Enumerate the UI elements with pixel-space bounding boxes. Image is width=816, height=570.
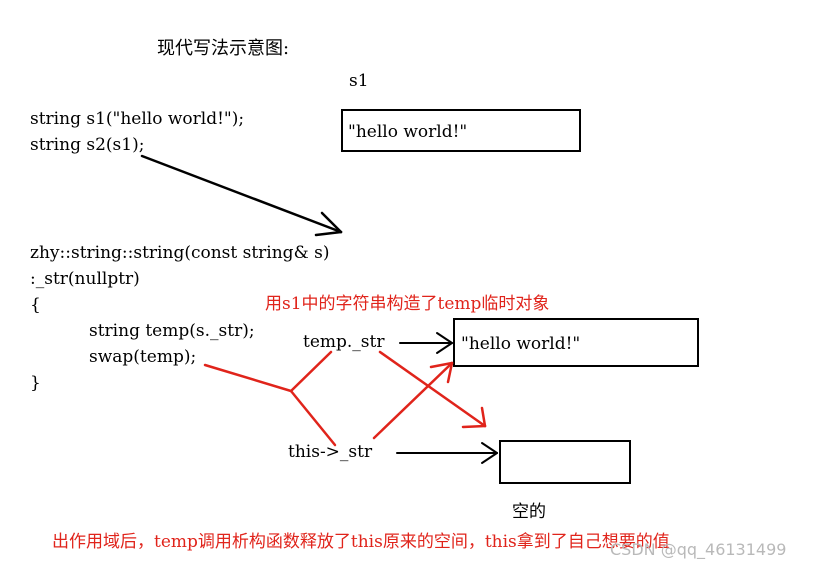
swap-red-marks xyxy=(203,350,487,447)
code-constructor-signature: zhy::string::string(const string& s) xyxy=(30,243,330,263)
s1-string-box: "hello world!" xyxy=(341,109,581,152)
this-str-label: this->_str xyxy=(288,442,373,462)
this-empty-box xyxy=(499,440,631,484)
temp-str-label: temp._str xyxy=(303,332,385,352)
diagram-title: 现代写法示意图: xyxy=(157,38,290,59)
s1-label: s1 xyxy=(349,71,369,91)
empty-label: 空的 xyxy=(512,502,546,522)
csdn-watermark: CSDN @qq_46131499 xyxy=(610,540,787,559)
s1-box-text: "hello world!" xyxy=(348,122,468,142)
code-line-s2: string s2(s1); xyxy=(30,135,145,155)
copy-construct-arrow xyxy=(140,154,343,237)
code-swap-call: swap(temp); xyxy=(89,347,197,367)
annotation-destructor: 出作用域后，temp调用析构函数释放了this原来的空间，this拿到了自己想要… xyxy=(52,532,670,552)
code-temp-construct: string temp(s._str); xyxy=(89,321,255,341)
code-close-brace: } xyxy=(30,373,41,393)
temp-string-box: "hello world!" xyxy=(453,318,699,367)
code-open-brace: { xyxy=(30,295,41,315)
this-str-pointer-arrow xyxy=(396,442,498,464)
annotation-temp-construct: 用s1中的字符串构造了temp临时对象 xyxy=(265,294,550,314)
temp-box-text: "hello world!" xyxy=(461,334,581,354)
code-initializer-list: :_str(nullptr) xyxy=(30,269,140,289)
code-line-s1: string s1("hello world!"); xyxy=(30,109,245,129)
temp-str-pointer-arrow xyxy=(399,332,453,354)
